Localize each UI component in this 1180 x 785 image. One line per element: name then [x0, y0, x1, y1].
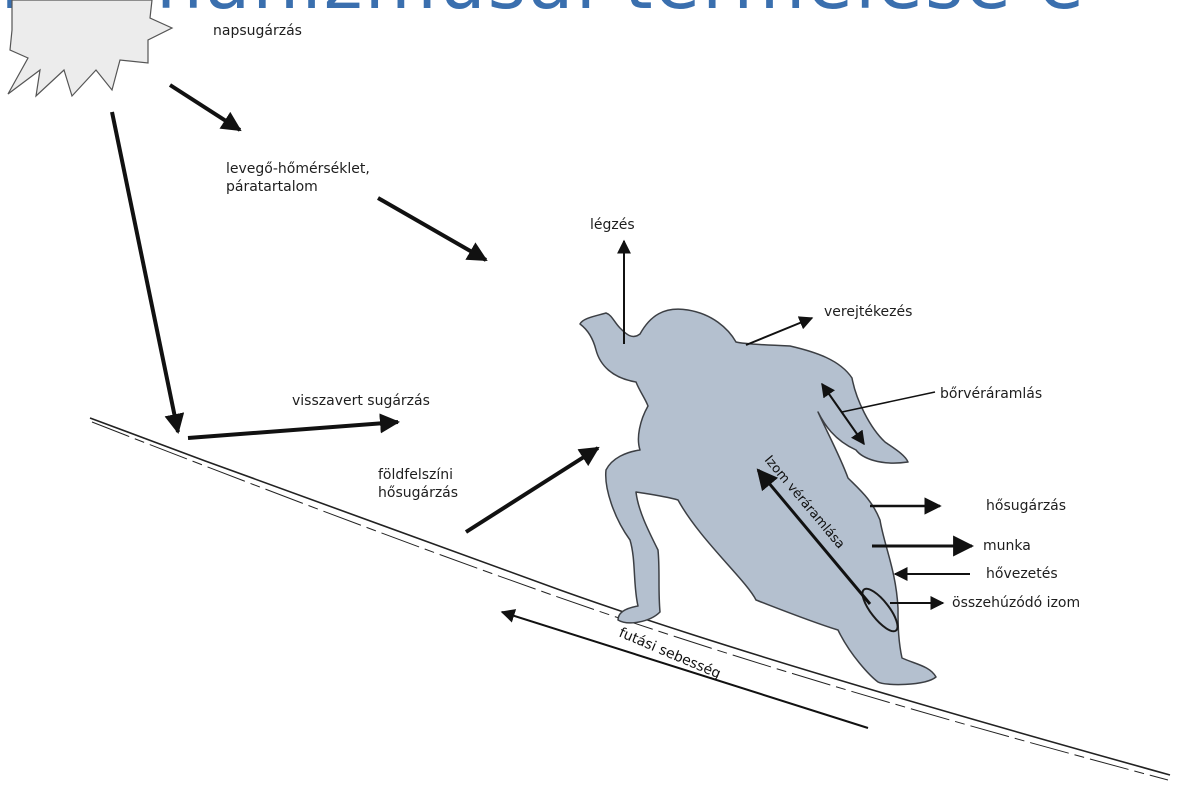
ground-radiation-label-line1: földfelszíni: [378, 466, 453, 485]
reflected-radiation-arrow: [188, 422, 398, 438]
sweating-label: verejtékezés: [824, 303, 912, 322]
runner-figure: [580, 309, 936, 684]
reflected-radiation-label: visszavert sugárzás: [292, 392, 430, 411]
sun-icon: [8, 0, 172, 96]
work-label: munka: [983, 537, 1031, 556]
skin-blood-flow-label: bőrvéráramlás: [940, 385, 1042, 404]
ground-radiation-arrow: [466, 448, 598, 532]
sun-to-ground-arrow: [112, 112, 178, 432]
sweating-arrow: [746, 318, 812, 345]
contracting-muscle-label: összehúzódó izom: [952, 594, 1080, 613]
running-speed-arrow: [502, 612, 868, 728]
sun-to-air-arrow: [170, 85, 240, 130]
breathing-label: légzés: [590, 216, 635, 235]
ground-radiation-label-line2: hősugárzás: [378, 484, 458, 503]
air-label-line2: páratartalom: [226, 178, 318, 197]
air-to-runner-arrow: [378, 198, 486, 260]
sun-label: napsugárzás: [213, 22, 302, 41]
air-label-line1: levegő-hőmérséklet,: [226, 160, 370, 179]
heat-radiation-label: hősugárzás: [986, 497, 1066, 516]
conduction-label: hővezetés: [986, 565, 1058, 584]
